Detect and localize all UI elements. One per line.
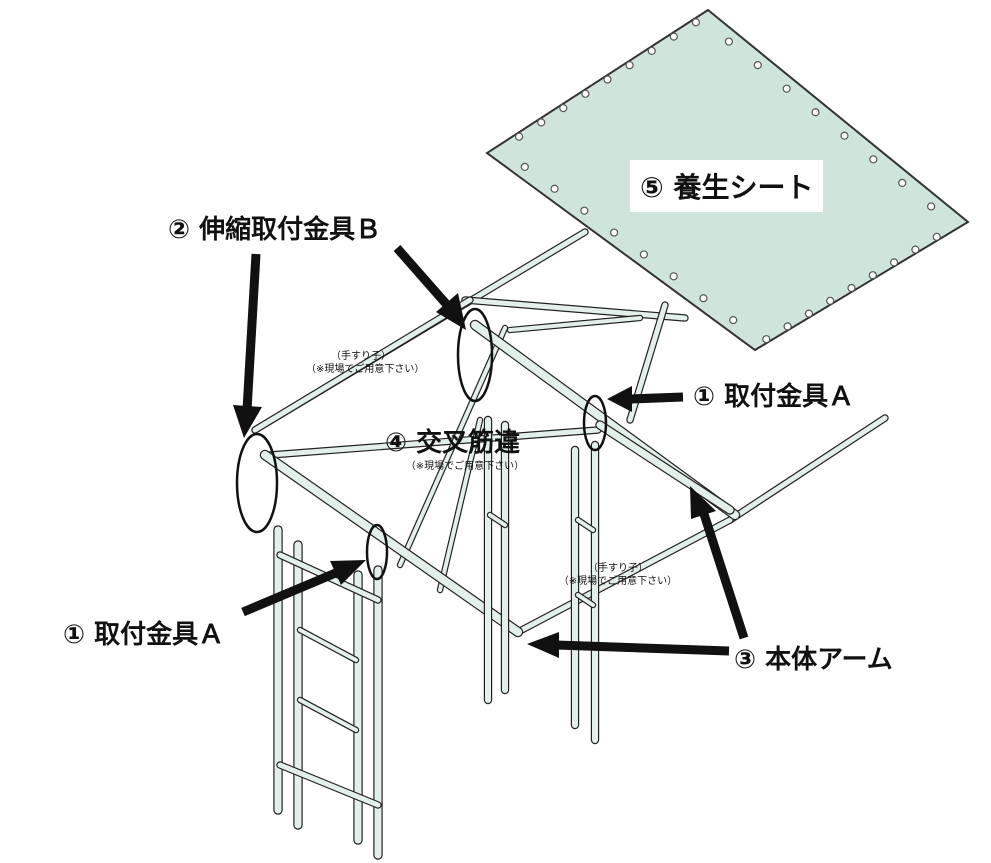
grommet xyxy=(581,89,590,98)
grommet xyxy=(537,118,546,127)
cross-brace-diag-1 xyxy=(398,326,507,567)
arrow-head-fitting-b-top xyxy=(436,293,466,330)
fitting-a-right-label: ① 取付金具Ａ xyxy=(693,382,855,412)
handrail-note-right: （手すり子） （※現場でご用意下さい） xyxy=(548,563,688,588)
grommet xyxy=(669,32,678,41)
grommet xyxy=(840,131,849,140)
grommet xyxy=(603,75,612,84)
grommet xyxy=(559,103,568,113)
rail-left-upper xyxy=(252,297,473,433)
fitting-a-callout-right xyxy=(582,394,608,452)
arrow-head-fitting-b-left xyxy=(233,405,262,438)
arrow-head-fitting-a-left xyxy=(330,560,366,585)
arm-section-right xyxy=(596,421,734,514)
main-arm-left xyxy=(261,451,522,636)
grommet xyxy=(550,184,559,193)
ladder-right-rung-1 xyxy=(488,513,507,527)
grommet xyxy=(724,37,733,46)
handrail-note-top: （手すり子） （※現場でご用意下さい） xyxy=(306,351,425,376)
grommet xyxy=(783,322,792,331)
pointer-arrows xyxy=(233,245,749,658)
callout-ellipses xyxy=(235,307,608,581)
rail-front xyxy=(515,517,733,635)
fitting-b-label: ② 伸縮取付金具Ｂ xyxy=(168,215,382,245)
rail-right-front xyxy=(727,415,888,523)
arm-label: ③ 本体アーム xyxy=(734,645,893,675)
grommet xyxy=(610,228,619,237)
arrow-arm-up xyxy=(699,512,749,640)
arrow-head-arm-left xyxy=(527,632,559,658)
grommet xyxy=(869,155,878,164)
grommet xyxy=(699,294,708,303)
cross-brace-diag-2 xyxy=(438,418,482,592)
fitting-b-callout-top xyxy=(456,307,494,403)
sheet-label: ⑤ 養生シート xyxy=(630,160,824,212)
grommet xyxy=(868,271,877,280)
arrow-fitting-a-right xyxy=(629,392,684,404)
grommet xyxy=(782,84,791,93)
fitting-a-callout-left xyxy=(365,523,389,581)
arrow-fitting-b-left xyxy=(242,253,261,411)
rail-back-top xyxy=(462,297,688,321)
grommet xyxy=(804,309,814,318)
fitting-b-callout-left xyxy=(235,432,279,534)
brace-note: （※現場でご用意下さい） xyxy=(405,461,525,472)
grommet xyxy=(889,258,899,267)
rail-upper-mid xyxy=(508,316,642,332)
grommet xyxy=(811,108,820,117)
grommet xyxy=(847,283,856,293)
arrow-head-arm-up xyxy=(690,486,716,519)
arrow-fitting-a-left xyxy=(241,567,340,617)
cross-brace-horizontal xyxy=(267,427,601,458)
grommet xyxy=(898,178,907,187)
handrail-note-top-line2: （※現場でご用意下さい） xyxy=(306,363,425,375)
fitting-a-left-label: ① 取付金具Ａ xyxy=(63,620,225,650)
grommet xyxy=(520,162,529,171)
grommet xyxy=(669,272,678,281)
grommet xyxy=(639,250,648,259)
ladder-rung-1 xyxy=(298,628,358,662)
cross-brace-label: ④ 交叉筋違 xyxy=(385,428,521,458)
grommet xyxy=(753,61,762,70)
grommet xyxy=(729,316,738,325)
grommet xyxy=(580,206,589,215)
grommet xyxy=(514,132,524,141)
grommet xyxy=(826,296,835,305)
grommet xyxy=(932,232,941,241)
arrow-arm-left xyxy=(555,640,730,656)
handrail-note-top-line1: （手すり子） xyxy=(331,351,391,362)
handrail-note-right-line2: （※現場でご用意下さい） xyxy=(558,575,678,587)
rung-left-bottom xyxy=(277,762,381,808)
grommet xyxy=(625,61,634,70)
grommet xyxy=(927,202,936,211)
handrail-note-right-line1: （手すり子） xyxy=(588,563,648,574)
ladder-right-rung-2 xyxy=(576,518,595,532)
arrow-fitting-b-top xyxy=(393,245,452,309)
arrow-head-fitting-a-right xyxy=(607,386,632,412)
grommet xyxy=(762,335,771,344)
ladder-rung-2 xyxy=(298,698,358,732)
grommet xyxy=(691,18,701,27)
grommet xyxy=(647,46,656,56)
ladder-right-rung-3 xyxy=(576,593,595,607)
grommet xyxy=(911,245,920,254)
